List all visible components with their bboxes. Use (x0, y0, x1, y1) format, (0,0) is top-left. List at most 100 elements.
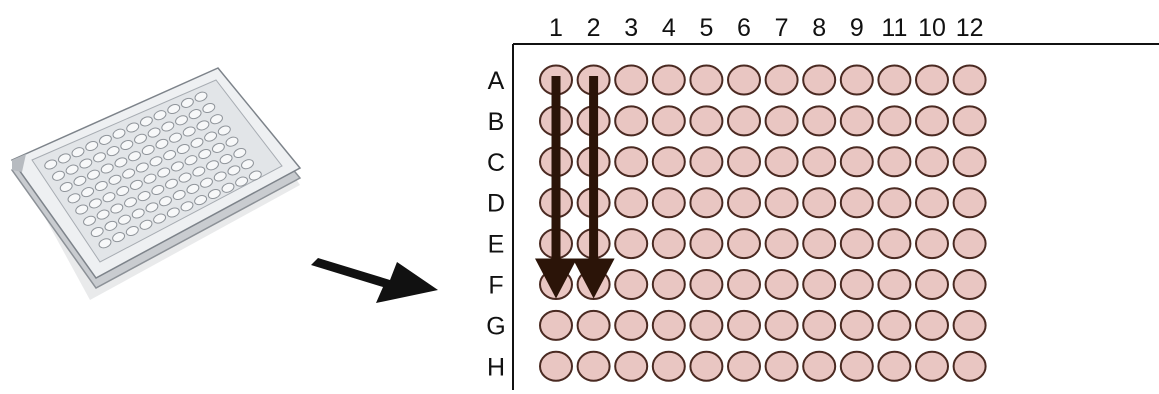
column-label-10: 10 (918, 14, 946, 42)
well-D8 (802, 187, 837, 219)
well-A11 (877, 64, 912, 96)
well-F8 (802, 269, 837, 300)
well-F12 (952, 269, 987, 300)
well-E4 (651, 228, 686, 260)
well-F4 (651, 269, 686, 300)
well-E3 (614, 228, 649, 260)
well-F11 (877, 269, 912, 300)
wells-grid (539, 64, 987, 382)
well-E11 (877, 228, 912, 260)
well-H7 (764, 350, 799, 382)
down-arrow-col-1 (535, 76, 577, 299)
column-label-9: 9 (850, 14, 864, 42)
well-D9 (839, 187, 874, 219)
well-B8 (802, 105, 837, 137)
well-F10 (915, 269, 949, 300)
row-label-D: D (487, 190, 505, 218)
well-C9 (839, 146, 874, 178)
well-C5 (689, 146, 724, 178)
well-E8 (802, 228, 837, 260)
row-label-G: G (486, 312, 505, 340)
well-G8 (802, 309, 837, 341)
column-label-11: 11 (881, 14, 907, 42)
well-G4 (651, 309, 686, 341)
well-C4 (651, 146, 686, 178)
well-F5 (689, 269, 724, 300)
well-E10 (915, 228, 949, 260)
well-B7 (764, 105, 799, 137)
well-H1 (539, 350, 573, 382)
row-label-H: H (487, 353, 505, 381)
well-D7 (764, 187, 799, 219)
down-arrow-col-2 (572, 76, 615, 299)
well-G6 (727, 309, 761, 341)
column-label-8: 8 (812, 14, 826, 42)
well-H4 (651, 350, 686, 382)
well-D11 (877, 187, 912, 219)
well-B12 (952, 105, 987, 137)
well-G10 (915, 309, 949, 341)
well-F6 (727, 269, 761, 300)
row-label-E: E (488, 231, 505, 259)
well-B3 (614, 105, 649, 137)
well-E6 (727, 228, 761, 260)
well-C12 (952, 146, 987, 178)
well-D3 (614, 187, 649, 219)
well-A3 (614, 64, 649, 96)
well-D5 (689, 187, 724, 219)
well-G1 (539, 309, 573, 341)
row-label-B: B (488, 108, 505, 136)
well-A4 (651, 64, 686, 96)
well-C3 (614, 146, 649, 178)
well-G9 (839, 309, 874, 341)
well-G5 (689, 309, 724, 341)
well-G7 (764, 309, 799, 341)
well-H2 (576, 350, 611, 382)
column-label-12: 12 (956, 14, 984, 42)
well-E12 (952, 228, 987, 260)
well-F9 (839, 269, 874, 300)
well-H12 (952, 350, 987, 382)
well-H9 (839, 350, 874, 382)
well-D6 (727, 187, 761, 219)
well-D4 (651, 187, 686, 219)
column-label-1: 1 (549, 14, 563, 42)
well-C11 (877, 146, 912, 178)
well-H6 (727, 350, 761, 382)
well-D12 (952, 187, 987, 219)
column-label-4: 4 (662, 14, 676, 42)
well-F7 (764, 269, 799, 300)
well-H8 (802, 350, 837, 382)
well-H10 (915, 350, 949, 382)
well-E9 (839, 228, 874, 260)
microplate-photo (10, 67, 302, 300)
column-label-2: 2 (587, 14, 601, 42)
well-F3 (614, 269, 649, 300)
row-label-C: C (487, 149, 505, 177)
well-E7 (764, 228, 799, 260)
well-A9 (839, 64, 874, 96)
column-label-5: 5 (699, 14, 713, 42)
well-A8 (802, 64, 837, 96)
well-H3 (614, 350, 649, 382)
well-B5 (689, 105, 724, 137)
photo-wells (44, 91, 262, 249)
well-B4 (651, 105, 686, 137)
down-arrows (535, 76, 615, 299)
well-G12 (952, 309, 987, 341)
well-C10 (915, 146, 949, 178)
well-A12 (952, 64, 987, 96)
well-H5 (689, 350, 724, 382)
well-B11 (877, 105, 912, 137)
well-G3 (614, 309, 649, 341)
well-A10 (915, 64, 949, 96)
well-B10 (915, 105, 949, 137)
well-B6 (727, 105, 761, 137)
well-A7 (764, 64, 799, 96)
arrow-right-icon (311, 258, 438, 303)
well-C7 (764, 146, 799, 178)
